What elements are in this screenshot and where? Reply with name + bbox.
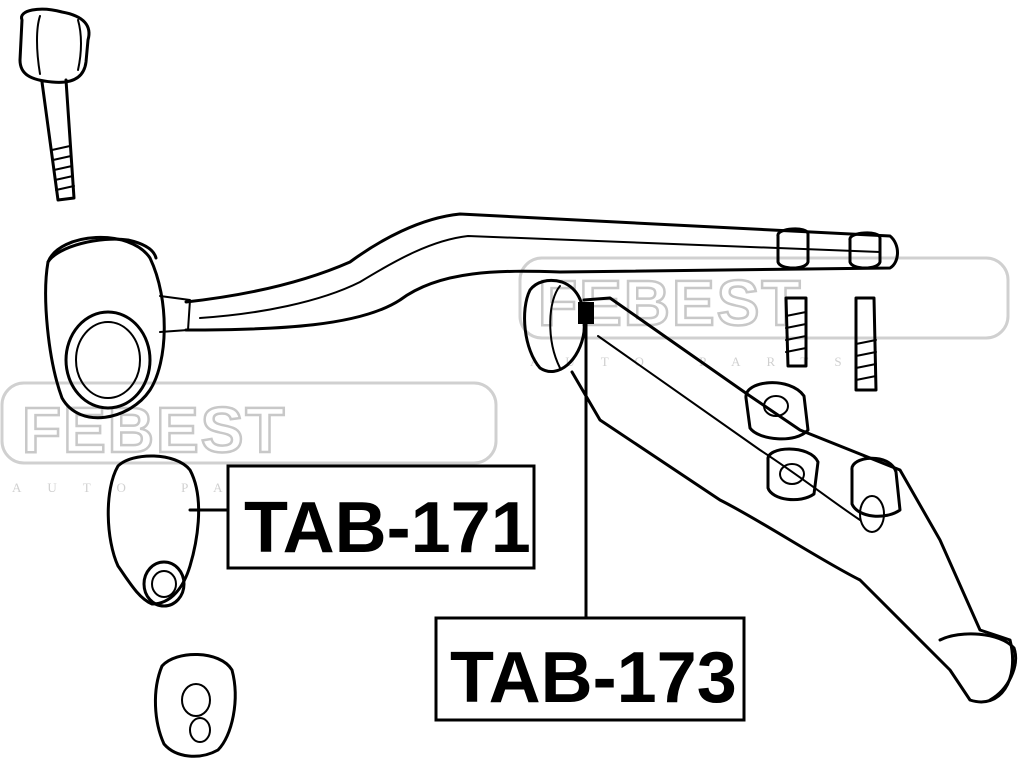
watermark-right-brand: FEBEST — [538, 267, 802, 339]
callout-tab-171: TAB-171 — [226, 464, 536, 570]
part-number-tab-171: TAB-171 — [244, 488, 531, 568]
control-arm — [44, 212, 1017, 704]
callout-tab-173: TAB-173 — [434, 616, 746, 722]
bushing-round — [154, 653, 237, 758]
watermark-right-sub: AUTO PARTS — [530, 354, 868, 369]
bushing-tab-171 — [106, 454, 201, 608]
upper-bolt — [18, 7, 91, 202]
leader-marker-tab-173 — [578, 302, 594, 324]
part-number-tab-173: TAB-173 — [450, 638, 737, 718]
